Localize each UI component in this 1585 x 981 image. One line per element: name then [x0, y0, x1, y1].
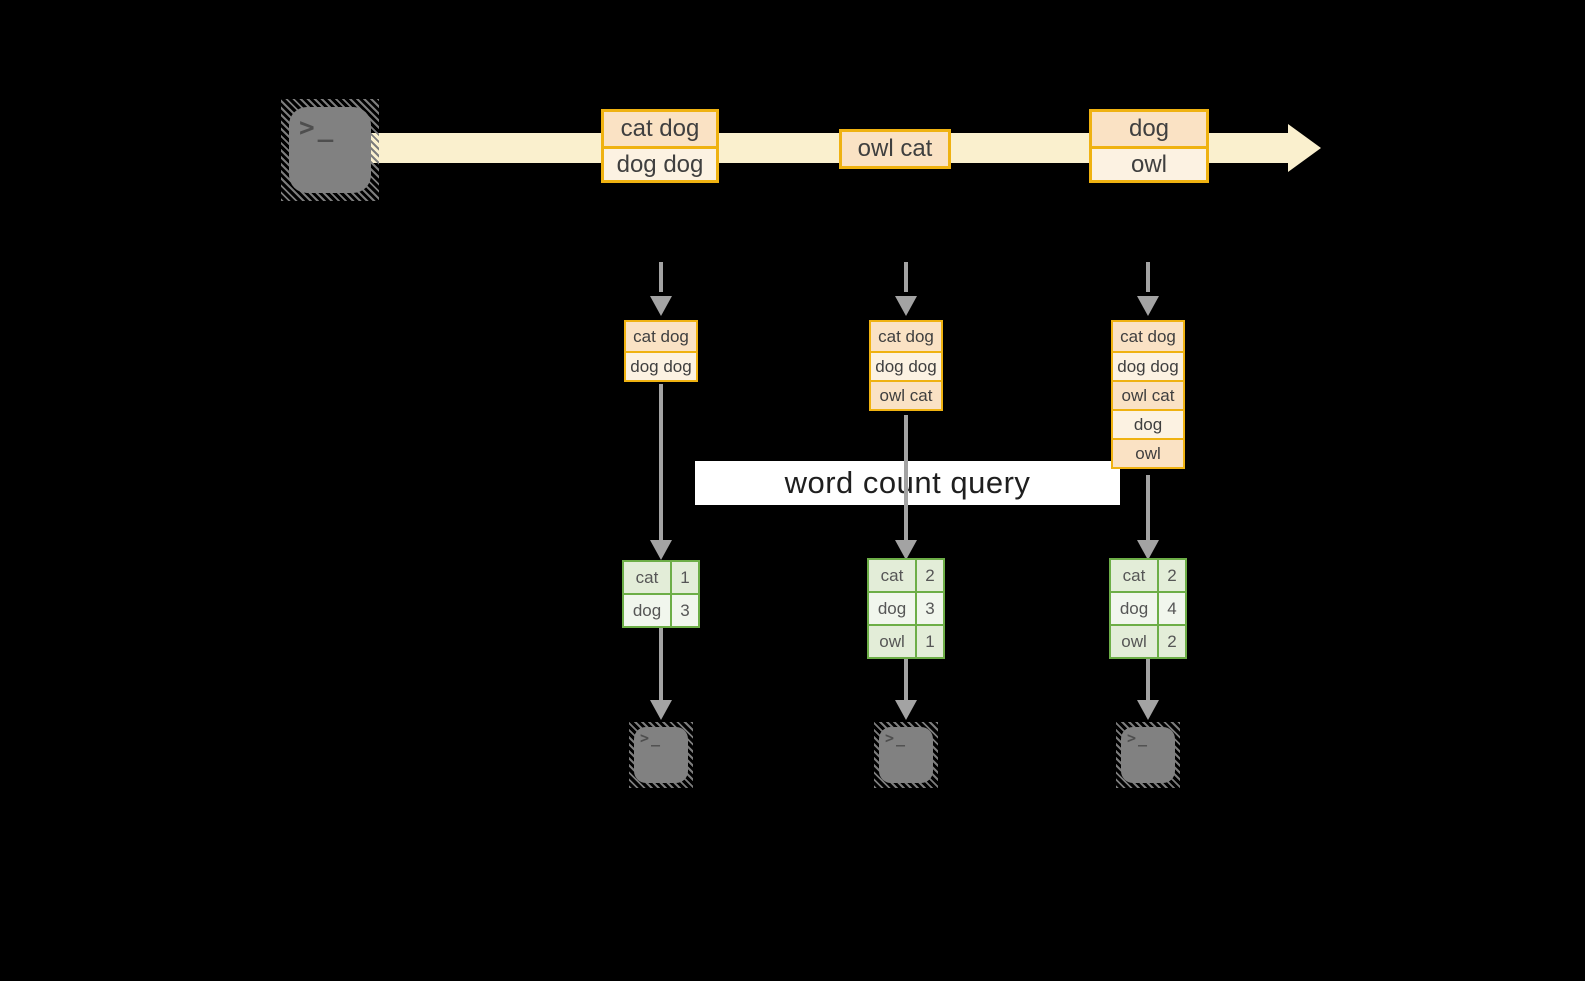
- stream-record: owl cat: [842, 132, 948, 166]
- result-word-cell: cat: [1111, 560, 1157, 591]
- sink-terminal-icon: >_: [629, 722, 693, 788]
- trigger-dashed-line: [904, 262, 908, 292]
- input-row: dog dog: [871, 351, 941, 380]
- result-word-cell: owl: [869, 626, 915, 657]
- terminal-body: [1121, 727, 1175, 783]
- input-stream-arrowhead-icon: [1288, 124, 1321, 172]
- result-word-cell: cat: [624, 562, 670, 593]
- stream-record: dog: [1092, 112, 1206, 146]
- terminal-prompt-icon: >_: [885, 729, 908, 747]
- result-count-cell: 1: [917, 626, 943, 657]
- input-row: cat dog: [871, 322, 941, 351]
- input-row: cat dog: [1113, 322, 1183, 351]
- arrow-down-icon: [650, 296, 672, 316]
- stream-record: owl: [1092, 146, 1206, 180]
- result-word-cell: cat: [869, 560, 915, 591]
- sink-terminal-icon: >_: [1116, 722, 1180, 788]
- stream-record: dog dog: [604, 146, 716, 180]
- arrow-down-icon: [1137, 540, 1159, 560]
- result-count-cell: 3: [917, 593, 943, 624]
- query-flow-line: [1146, 475, 1150, 542]
- output-flow-line: [904, 659, 908, 702]
- query-flow-line: [904, 415, 908, 542]
- arrow-down-icon: [1137, 700, 1159, 720]
- arrow-down-icon: [895, 296, 917, 316]
- stream-batch-2: owl cat: [839, 129, 951, 169]
- stream-batch-3: dog owl: [1089, 109, 1209, 183]
- output-flow-line: [659, 626, 663, 702]
- sink-terminal-icon: >_: [874, 722, 938, 788]
- result-word-cell: owl: [1111, 626, 1157, 657]
- arrow-down-icon: [895, 700, 917, 720]
- terminal-body: [289, 107, 371, 193]
- arrow-down-icon: [650, 700, 672, 720]
- input-row: owl cat: [1113, 380, 1183, 409]
- result-word-cell: dog: [1111, 593, 1157, 624]
- result-table-3: cat 2 dog 4 owl 2: [1109, 558, 1187, 659]
- unbounded-input-table-1: cat dog dog dog: [624, 320, 698, 382]
- stream-record: cat dog: [604, 112, 716, 146]
- result-count-cell: 3: [672, 595, 698, 626]
- trigger-dashed-line: [1146, 262, 1150, 292]
- input-row: owl: [1113, 438, 1183, 467]
- arrow-down-icon: [650, 540, 672, 560]
- result-count-cell: 4: [1159, 593, 1185, 624]
- unbounded-input-table-2: cat dog dog dog owl cat: [869, 320, 943, 411]
- input-row: dog dog: [626, 351, 696, 380]
- unbounded-input-table-3: cat dog dog dog owl cat dog owl: [1111, 320, 1185, 469]
- terminal-prompt-icon: >_: [299, 113, 337, 143]
- terminal-prompt-icon: >_: [640, 729, 663, 747]
- result-word-cell: dog: [869, 593, 915, 624]
- terminal-prompt-icon: >_: [1127, 729, 1150, 747]
- terminal-body: [879, 727, 933, 783]
- result-table-2: cat 2 dog 3 owl 1: [867, 558, 945, 659]
- source-terminal-icon: >_: [281, 99, 379, 201]
- result-count-cell: 2: [917, 560, 943, 591]
- arrow-down-icon: [895, 540, 917, 560]
- input-row: owl cat: [871, 380, 941, 409]
- stream-batch-1: cat dog dog dog: [601, 109, 719, 183]
- trigger-dashed-line: [659, 262, 663, 292]
- query-flow-line: [659, 384, 663, 542]
- input-row: dog: [1113, 409, 1183, 438]
- output-flow-line: [1146, 659, 1150, 702]
- input-row: dog dog: [1113, 351, 1183, 380]
- result-count-cell: 2: [1159, 560, 1185, 591]
- result-word-cell: dog: [624, 595, 670, 626]
- result-table-1: cat 1 dog 3: [622, 560, 700, 628]
- result-count-cell: 2: [1159, 626, 1185, 657]
- terminal-body: [634, 727, 688, 783]
- arrow-down-icon: [1137, 296, 1159, 316]
- result-count-cell: 1: [672, 562, 698, 593]
- input-row: cat dog: [626, 322, 696, 351]
